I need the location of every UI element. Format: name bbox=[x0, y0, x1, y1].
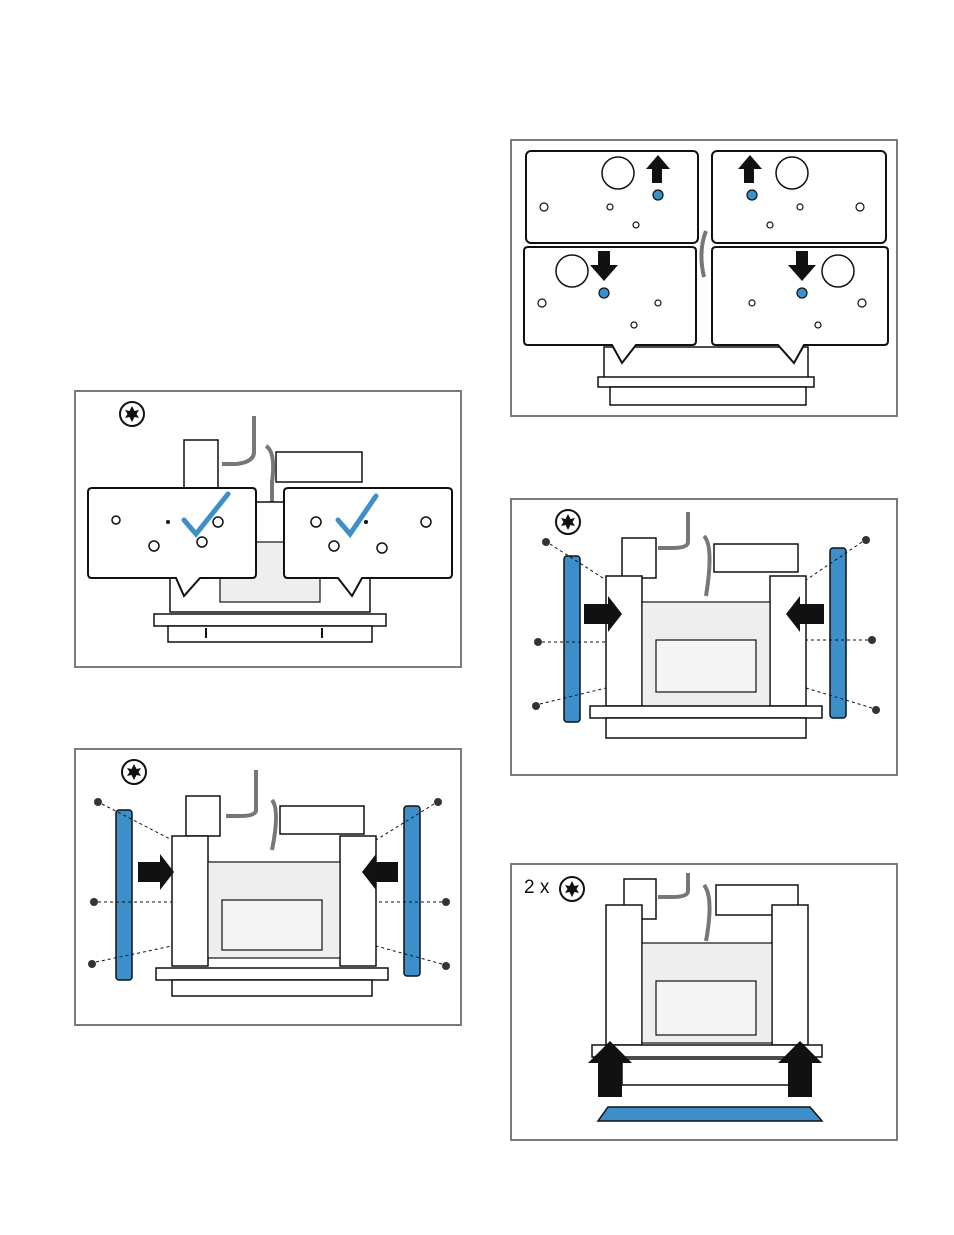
figure-panel-bottom-strip: 2 x bbox=[510, 863, 898, 1141]
checkmark-icon bbox=[181, 491, 231, 538]
figure-panel-side-strips-right bbox=[510, 498, 898, 776]
arrow-up-icon bbox=[646, 155, 670, 183]
arrow-up-icon bbox=[588, 1041, 632, 1097]
figure-drawing bbox=[523, 150, 889, 406]
arrow-down-icon bbox=[590, 251, 618, 281]
quantity-label: 2 x bbox=[524, 877, 550, 898]
figure-drawing bbox=[87, 401, 453, 643]
figure-drawing bbox=[559, 873, 824, 1122]
arrow-left-icon bbox=[786, 596, 824, 632]
torx-icon bbox=[555, 509, 581, 535]
torx-icon bbox=[121, 759, 147, 785]
arrow-left-icon bbox=[362, 854, 398, 890]
arrow-up-icon bbox=[738, 155, 762, 183]
torx-icon bbox=[559, 876, 585, 902]
figure-panel-side-strips-left bbox=[74, 748, 462, 1026]
arrow-right-icon bbox=[138, 854, 174, 890]
figure-drawing bbox=[532, 509, 880, 739]
checkmark-icon bbox=[335, 493, 379, 539]
figure-panel-checkmarks bbox=[74, 390, 462, 668]
figure-drawing bbox=[88, 759, 450, 997]
arrow-down-icon bbox=[788, 251, 816, 281]
arrow-right-icon bbox=[584, 596, 622, 632]
arrow-up-icon bbox=[778, 1041, 822, 1097]
torx-icon bbox=[119, 401, 145, 427]
figure-panel-four-callouts bbox=[510, 139, 898, 417]
